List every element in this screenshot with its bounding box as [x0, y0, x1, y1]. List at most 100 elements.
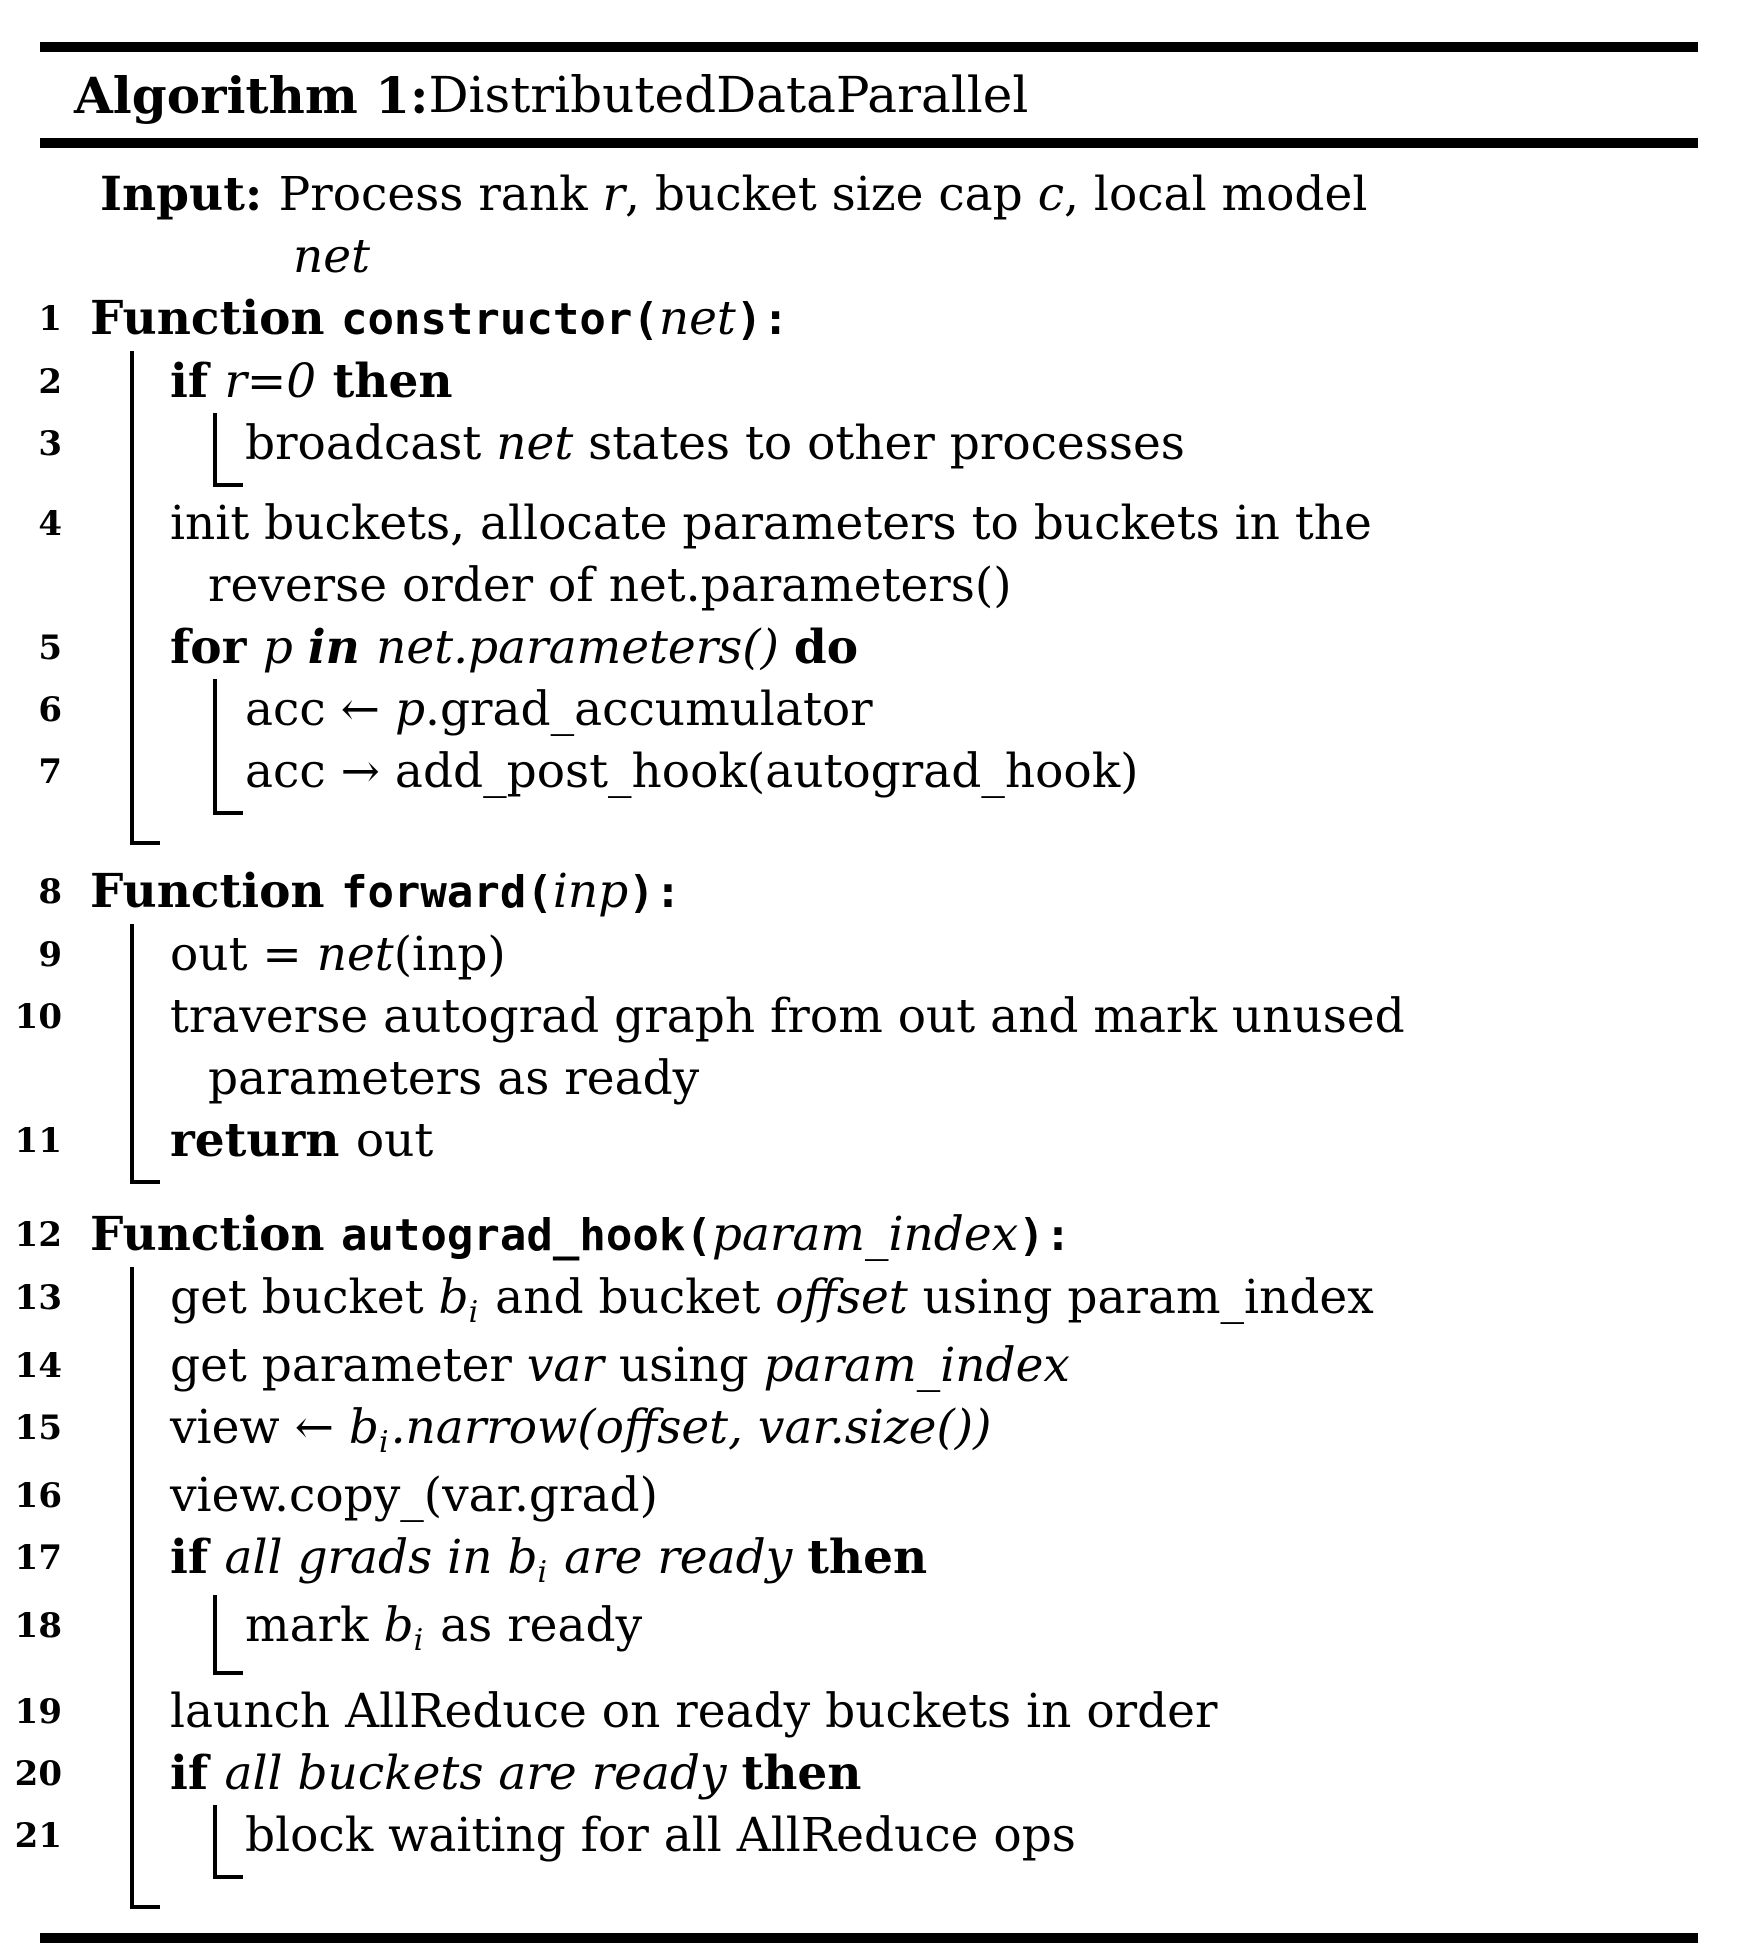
code-segment: are ready [549, 1530, 808, 1585]
block-guide [130, 351, 134, 413]
algorithm-body: Input: Process rank r, bucket size cap c… [15, 148, 1698, 1933]
block-guide [130, 924, 134, 986]
block-guide [130, 1267, 134, 1335]
code-segment: init buckets, allocate parameters to buc… [170, 496, 1372, 551]
code-text: get bucket bi and bucket offset using pa… [40, 1267, 1698, 1335]
code-segment: if [170, 1746, 225, 1801]
block-guide [130, 617, 134, 679]
line-number: 8 [38, 872, 62, 912]
code-segment: all buckets are ready [224, 1746, 742, 1801]
block-end-guide [213, 1805, 243, 1879]
algorithm-line: 7 acc → add_post_hook(autograd_hook) [38, 741, 1698, 821]
code-text: get parameter var using param_index [40, 1335, 1698, 1397]
code-segment: (inp) [393, 927, 506, 982]
code-segment: , bucket size cap [624, 167, 1038, 222]
code-segment: and bucket [480, 1270, 776, 1325]
line-number: 7 [38, 752, 62, 792]
code-text: if all grads in bi are ready then [40, 1527, 1698, 1595]
code-segment: b [383, 1598, 414, 1653]
code-segment: do [793, 620, 859, 675]
code-segment: launch AllReduce on ready buckets in ord… [170, 1684, 1218, 1739]
code-text: acc → add_post_hook(autograd_hook) [40, 741, 1698, 803]
code-segment: mark [245, 1598, 384, 1653]
code-segment: ): [1018, 1210, 1072, 1261]
code-segment: reverse order of net.parameters() [208, 558, 1012, 613]
code-text: parameters as ready [40, 1048, 1698, 1110]
line-number: 9 [38, 935, 62, 975]
algorithm-line: 19 launch AllReduce on ready buckets in o… [15, 1681, 1698, 1743]
block-guide [130, 741, 134, 821]
code-text: out = net(inp) [40, 924, 1698, 986]
code-text: if all buckets are ready then [40, 1743, 1698, 1805]
code-text: view ← bi.narrow(offset, var.size()) [40, 1397, 1698, 1465]
code-segment: traverse autograd graph from out and mar… [170, 989, 1405, 1044]
algorithm-figure: Algorithm 1: DistributedDataParallel Inp… [15, 42, 1698, 1943]
block-guide [130, 413, 134, 493]
code-segment: Input: [100, 167, 279, 222]
line-number: 18 [14, 1606, 62, 1646]
code-text: return out [40, 1110, 1698, 1172]
code-text: broadcast net states to other processes [40, 413, 1698, 475]
code-text: acc ← p.grad_accumulator [40, 679, 1698, 741]
code-segment: in [307, 620, 377, 675]
code-segment: i [468, 1295, 479, 1330]
code-segment: using param_index [907, 1270, 1374, 1325]
code-segment: broadcast [245, 416, 497, 471]
code-segment: view.copy_(var.grad) [170, 1468, 658, 1523]
block-guide [130, 1465, 134, 1527]
code-segment: net.parameters() [376, 620, 794, 675]
line-number: 21 [14, 1816, 62, 1856]
title-rule [40, 138, 1698, 148]
code-text: Function constructor(net): [40, 288, 1698, 351]
code-segment: out = [170, 927, 317, 982]
code-text: launch AllReduce on ready buckets in ord… [40, 1681, 1698, 1743]
code-segment: then [807, 1530, 928, 1585]
block-guide [130, 1595, 134, 1681]
block-guide [130, 679, 134, 741]
code-segment: constructor( [340, 294, 659, 345]
block-end-guide [130, 1885, 160, 1909]
code-text: traverse autograd graph from out and mar… [40, 986, 1698, 1048]
code-segment: if [170, 1530, 225, 1585]
line-number: 10 [14, 997, 62, 1037]
code-segment: then [741, 1746, 862, 1801]
algorithm-line: 4 init buckets, allocate parameters to bu… [38, 493, 1698, 617]
code-segment: acc → add_post_hook(autograd_hook) [245, 744, 1139, 799]
code-segment: out [355, 1113, 434, 1168]
code-segment: acc ← [245, 682, 395, 737]
code-segment: param_index [711, 1207, 1019, 1262]
code-text: block waiting for all AllReduce ops [40, 1805, 1698, 1867]
line-number: 4 [38, 504, 62, 544]
block-end-guide [213, 1595, 243, 1675]
code-segment: i [537, 1555, 548, 1590]
line-number: 11 [14, 1121, 62, 1161]
line-number: 19 [14, 1692, 62, 1732]
code-segment: inp [552, 864, 629, 919]
block-guide [130, 493, 134, 617]
code-segment: b [507, 1530, 538, 1585]
code-segment: net [496, 416, 574, 471]
code-segment: p [394, 682, 426, 737]
code-text: reverse order of net.parameters() [40, 555, 1698, 617]
code-segment: r [602, 167, 625, 222]
code-segment: get parameter [170, 1338, 527, 1393]
block-guide [213, 679, 217, 741]
block-end-guide [130, 821, 160, 845]
line-number: 17 [14, 1538, 62, 1578]
code-text: Function forward(inp): [40, 861, 1698, 924]
code-segment: as ready [425, 1598, 643, 1653]
code-text: Input: Process rank r, bucket size cap c… [40, 164, 1698, 226]
